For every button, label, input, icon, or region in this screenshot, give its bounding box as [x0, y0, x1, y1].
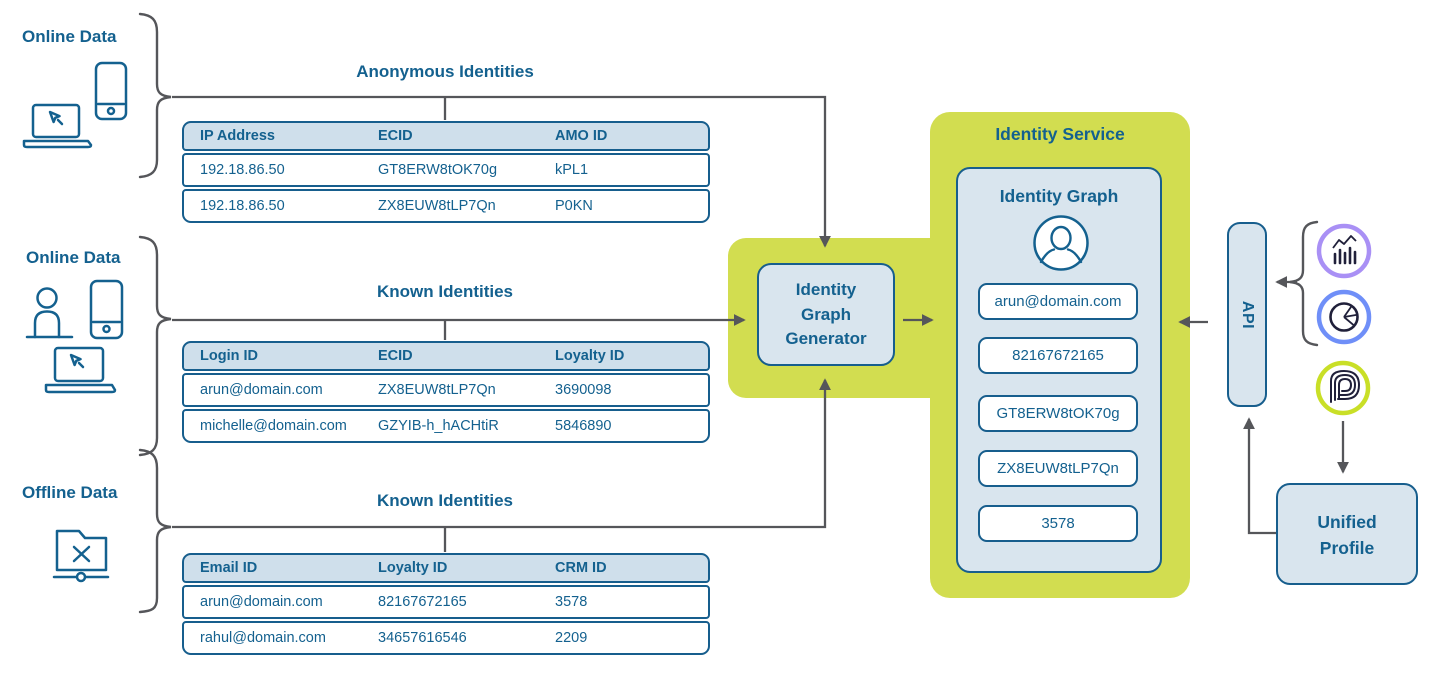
- destination-icons: [1315, 223, 1372, 416]
- pie-chart-icon: [1316, 289, 1372, 345]
- identity-chip: GT8ERW8tOK70g: [978, 395, 1138, 432]
- table-cell: 3690098: [555, 382, 612, 398]
- identity-graph-panel: Identity Graph arun@domain.com 821676721…: [956, 167, 1162, 573]
- table-cell: 2209: [555, 630, 588, 646]
- table-cell: 192.18.86.50: [200, 198, 285, 214]
- smartphone-icon: [94, 61, 128, 121]
- column-header: IP Address: [200, 128, 275, 144]
- table-cell: rahul@domain.com: [200, 630, 326, 646]
- table-row: 192.18.86.50 GT8ERW8tOK70g kPL1: [182, 153, 710, 187]
- identity-chip: arun@domain.com: [978, 283, 1138, 320]
- table-cell: 82167672165: [378, 594, 467, 610]
- table-cell: 34657616546: [378, 630, 467, 646]
- table-header-row: Login ID ECID Loyalty ID: [182, 341, 710, 371]
- unified-profile-label-line: Unified: [1317, 512, 1377, 532]
- unified-profile-label-line: Profile: [1319, 538, 1375, 558]
- table-cell: GZYIB-h_hACHtiR: [378, 418, 499, 434]
- arrow-offline-to-generator: [172, 378, 831, 529]
- user-avatar-icon: [1033, 215, 1089, 271]
- generator-label-line: Identity: [795, 280, 857, 299]
- bar-chart-icon: [1316, 223, 1372, 279]
- column-header: Email ID: [200, 560, 258, 576]
- unified-profile-node: Unified Profile: [1276, 483, 1418, 585]
- table-row: michelle@domain.com GZYIB-h_hACHtiR 5846…: [182, 409, 710, 443]
- person-icon: [25, 287, 74, 339]
- table-cell: P0KN: [555, 198, 593, 214]
- generator-label-line: Generator: [785, 329, 867, 348]
- table-cell: ZX8EUW8tLP7Qn: [378, 198, 496, 214]
- connector-lines: [172, 95, 1349, 552]
- table-title-anonymous-identities: Anonymous Identities: [356, 62, 534, 81]
- column-header: ECID: [378, 348, 413, 364]
- column-header: CRM ID: [555, 560, 607, 576]
- table-row: arun@domain.com 82167672165 3578: [182, 585, 710, 619]
- brace-destinations: [1289, 220, 1319, 347]
- identity-graph-title: Identity Graph: [999, 186, 1119, 206]
- arrow-anonymous-to-generator: [172, 95, 831, 248]
- known-identities-table-1: Login ID ECID Loyalty ID arun@domain.com…: [182, 341, 710, 443]
- table-cell: GT8ERW8tOK70g: [378, 162, 498, 178]
- online-data-1-icons: [22, 61, 128, 149]
- online-data-2-icons: [25, 279, 124, 394]
- identity-graph-generator-node: Identity Graph Generator: [757, 263, 895, 366]
- brace-offline-data: [138, 448, 172, 614]
- table-header-row: Email ID Loyalty ID CRM ID: [182, 553, 710, 583]
- table-header-row: IP Address ECID AMO ID: [182, 121, 710, 151]
- table-cell: 192.18.86.50: [200, 162, 285, 178]
- column-header: Loyalty ID: [378, 560, 448, 576]
- section-label-online-data-1: Online Data: [22, 27, 117, 46]
- generator-label-line: Graph: [800, 304, 852, 324]
- known-identities-table-2: Email ID Loyalty ID CRM ID arun@domain.c…: [182, 553, 710, 655]
- identity-chip: 3578: [978, 505, 1138, 542]
- column-header: Login ID: [200, 348, 258, 364]
- api-node: API: [1227, 222, 1267, 407]
- identity-chip: ZX8EUW8tLP7Qn: [978, 450, 1138, 487]
- column-header: AMO ID: [555, 128, 608, 144]
- identity-service-title: Identity Service: [995, 124, 1125, 144]
- api-label: API: [1238, 300, 1256, 329]
- column-header: Loyalty ID: [555, 348, 625, 364]
- table-cell: kPL1: [555, 162, 589, 178]
- table-cell: 3578: [555, 594, 588, 610]
- smartphone-icon: [89, 279, 124, 340]
- section-label-online-data-2: Online Data: [26, 248, 121, 267]
- section-label-offline-data: Offline Data: [22, 483, 118, 502]
- brace-online-data-1: [138, 12, 172, 179]
- table-cell: 5846890: [555, 418, 612, 434]
- laptop-cursor-icon: [22, 103, 93, 149]
- audience-logo-icon: [1315, 360, 1371, 416]
- table-cell: ZX8EUW8tLP7Qn: [378, 382, 496, 398]
- table-row: arun@domain.com ZX8EUW8tLP7Qn 3690098: [182, 373, 710, 407]
- table-row: rahul@domain.com 34657616546 2209: [182, 621, 710, 655]
- table-title-known-identities-2: Known Identities: [377, 491, 513, 510]
- anonymous-identities-table: IP Address ECID AMO ID 192.18.86.50 GT8E…: [182, 121, 710, 223]
- offline-folder-icon: [52, 529, 110, 583]
- laptop-cursor-icon: [44, 346, 117, 394]
- table-cell: arun@domain.com: [200, 382, 323, 398]
- table-row: 192.18.86.50 ZX8EUW8tLP7Qn P0KN: [182, 189, 710, 223]
- table-cell: arun@domain.com: [200, 594, 323, 610]
- arrow-unified-profile-to-api: [1243, 417, 1276, 535]
- brace-online-data-2: [138, 235, 172, 457]
- identity-chip: 82167672165: [978, 337, 1138, 374]
- table-title-known-identities-1: Known Identities: [377, 282, 513, 301]
- column-header: ECID: [378, 128, 413, 144]
- table-cell: michelle@domain.com: [200, 418, 347, 434]
